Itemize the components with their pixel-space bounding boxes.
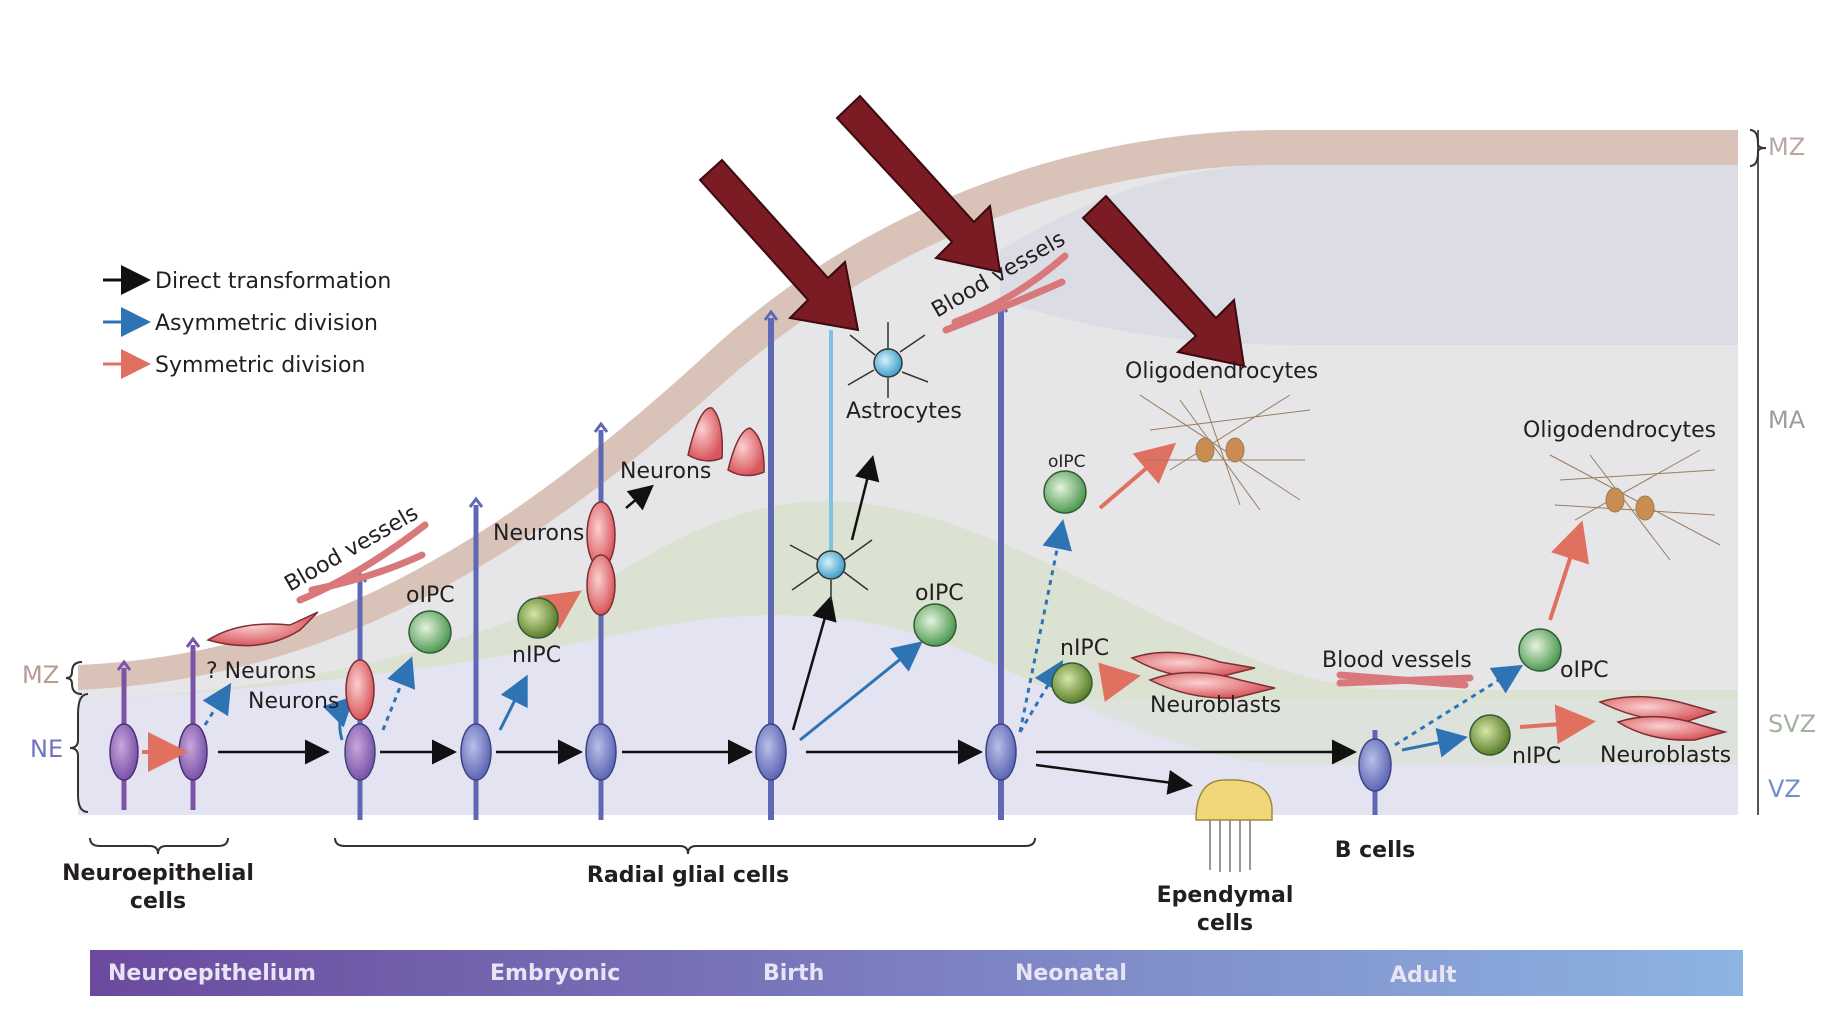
highlight-arrows — [698, 94, 1246, 368]
label-oligodendrocytes-1: Oligodendrocytes — [1125, 359, 1318, 384]
timeline-neonatal: Neonatal — [1015, 961, 1127, 986]
zone-labels-left: MZ NE — [22, 661, 89, 813]
neurons — [206, 407, 1728, 741]
label-astrocytes: Astrocytes — [846, 399, 962, 424]
cell-group-labels: Neuroepithelial cells Radial glial cells… — [62, 837, 1416, 936]
timeline-birth: Birth — [763, 961, 824, 986]
label-q-neurons: ? Neurons — [206, 659, 316, 684]
label-nipc-1: nIPC — [512, 643, 561, 668]
legend: Direct transformation Asymmetric divisio… — [103, 265, 391, 379]
label-oligodendrocytes-2: Oligodendrocytes — [1523, 418, 1716, 443]
zone-vz-right: VZ — [1768, 775, 1801, 803]
timeline: Neuroepithelium Embryonic Birth Neonatal… — [90, 950, 1743, 996]
asymmetric-arrows — [322, 641, 1468, 758]
highlight-arrow-3 — [1081, 194, 1246, 368]
label-neurons-3: Neurons — [620, 459, 711, 484]
highlight-arrow-1 — [698, 158, 860, 332]
label-neurons-2: Neurons — [493, 521, 584, 546]
symmetric-arrows — [142, 442, 1596, 772]
timeline-neuroepithelium: Neuroepithelium — [108, 961, 316, 986]
label-b-cells: B cells — [1335, 838, 1416, 863]
timeline-bar — [90, 950, 1743, 996]
label-neuroblasts-1: Neuroblasts — [1150, 693, 1281, 718]
label-blood-vessels-3: Blood vessels — [1322, 648, 1472, 673]
zone-svz-right: SVZ — [1768, 710, 1816, 738]
legend-asymmetric-label: Asymmetric division — [155, 311, 378, 336]
zone-mz-right: MZ — [1768, 133, 1805, 161]
vz-band — [78, 614, 1738, 815]
label-olpc-4: oIPC — [1560, 658, 1609, 683]
label-nipc-3: nIPC — [1512, 744, 1561, 769]
label-olpc-1: oIPC — [406, 583, 455, 608]
label-neurons-1: Neurons — [248, 689, 339, 714]
astrocytes-cells — [789, 322, 929, 600]
label-neuroepithelial-line2: cells — [130, 889, 186, 914]
zone-ne-left: NE — [30, 735, 63, 763]
zone-mz-left: MZ — [22, 661, 59, 689]
label-neuroblasts-2: Neuroblasts — [1600, 743, 1731, 768]
oligodendrocytes-cells — [1139, 389, 1721, 561]
ependymal-cell — [1195, 779, 1273, 872]
legend-symmetric-label: Symmetric division — [155, 353, 365, 378]
timeline-embryonic: Embryonic — [490, 961, 620, 986]
asymmetric-dotted-arrows — [202, 519, 1524, 747]
zone-labels-right: MZ MA SVZ VZ — [1749, 129, 1816, 815]
label-radial-glial: Radial glial cells — [587, 863, 789, 888]
label-olpc-3: oIPC — [1048, 452, 1086, 472]
tissue-layers — [78, 130, 1738, 815]
progenitor-cells — [408, 470, 1562, 756]
label-nipc-2: nIPC — [1060, 636, 1109, 661]
timeline-adult: Adult — [1390, 963, 1457, 988]
label-ependymal-line2: cells — [1197, 911, 1253, 936]
blood-vessels — [296, 252, 1474, 689]
label-olpc-2: oIPC — [915, 581, 964, 606]
highlight-arrow-2 — [835, 94, 1002, 274]
label-neuroepithelial-line1: Neuroepithelial — [62, 861, 254, 886]
zone-ma-right: MA — [1768, 406, 1806, 434]
label-ependymal-line1: Ependymal — [1157, 883, 1294, 908]
direct-arrows — [218, 455, 1357, 795]
legend-direct-label: Direct transformation — [155, 269, 391, 294]
